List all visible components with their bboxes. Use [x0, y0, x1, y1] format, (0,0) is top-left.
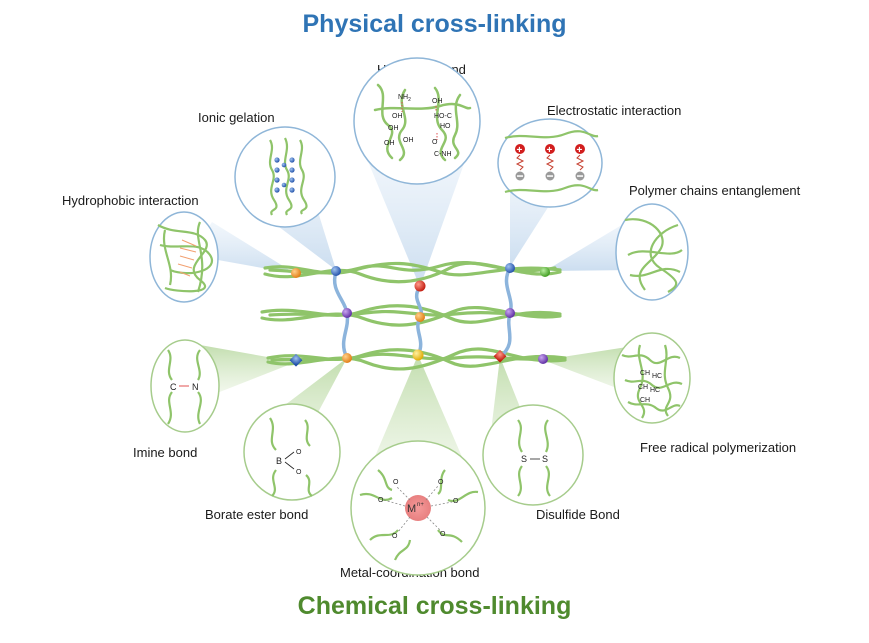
bead-hydrogen: [414, 280, 426, 292]
svg-text:CH: CH: [638, 384, 648, 391]
bead-disulfide: [493, 349, 507, 363]
svg-text:+: +: [577, 145, 583, 156]
svg-text:C-NH: C-NH: [434, 151, 452, 158]
inset-disulfide-bond: S S: [482, 404, 584, 506]
svg-text:B: B: [276, 456, 282, 466]
svg-text:C: C: [170, 382, 177, 392]
inset-hydrophobic-interaction: [149, 211, 219, 303]
svg-text:O: O: [378, 497, 384, 504]
bead-entanglement: [540, 267, 550, 277]
inset-polymer-entanglement: [615, 203, 689, 301]
svg-text:CH: CH: [640, 370, 650, 377]
bead-mid-right: [505, 308, 515, 318]
svg-text:O: O: [438, 479, 444, 486]
chemical-crosslinking-title: Chemical cross-linking: [297, 592, 572, 620]
svg-text:+: +: [517, 145, 523, 156]
svg-text:N: N: [192, 382, 199, 392]
charge-pairs: + + +: [515, 144, 585, 181]
svg-text:OH: OH: [432, 98, 443, 105]
inset-imine-bond: C N: [150, 339, 220, 433]
svg-text:O: O: [296, 449, 302, 456]
label-hydrophobic-interaction: Hydrophobic interaction: [62, 193, 199, 208]
svg-text:HO: HO: [440, 123, 451, 130]
svg-text:NH2: NH2: [398, 94, 411, 103]
bead-radical: [538, 354, 548, 364]
svg-text:+: +: [547, 145, 553, 156]
label-imine-bond: Imine bond: [133, 445, 198, 460]
svg-text:S: S: [521, 454, 527, 464]
bead-imine: [289, 353, 303, 367]
svg-text:M: M: [407, 503, 416, 515]
svg-text:O: O: [432, 139, 438, 146]
svg-text:OH: OH: [384, 140, 395, 147]
svg-text:OH: OH: [392, 113, 403, 120]
svg-text:HO-C: HO-C: [434, 113, 452, 120]
svg-text:HC: HC: [652, 373, 662, 380]
svg-text:O: O: [440, 531, 446, 538]
bead-hydrophobic: [291, 268, 301, 278]
bead-electrostatic: [505, 263, 515, 273]
label-free-radical-polymerization: Free radical polymerization: [640, 440, 797, 455]
inset-borate-ester-bond: B O O: [243, 403, 341, 501]
inset-free-radical-polymerization: CH CH HC HC CH: [613, 332, 691, 424]
label-disulfide-bond: Disulfide Bond: [536, 507, 620, 522]
label-electrostatic-interaction: Electrostatic interaction: [547, 103, 682, 118]
svg-text:O: O: [296, 469, 302, 476]
svg-text:O: O: [453, 498, 459, 505]
crosslink-beads: [289, 263, 550, 367]
svg-text:O: O: [392, 533, 398, 540]
bead-borate: [342, 353, 352, 363]
label-ionic-gelation: Ionic gelation: [198, 110, 275, 125]
svg-text:OH: OH: [403, 137, 414, 144]
bead-mid-left: [342, 308, 352, 318]
inset-ionic-gelation: [234, 126, 336, 228]
label-polymer-chains-entanglement: Polymer chains entanglement: [629, 183, 801, 198]
svg-text:O: O: [393, 479, 399, 486]
inset-metal-coordination-bond: M n+ O O O O O O: [350, 440, 486, 576]
bead-ionic: [331, 266, 341, 276]
inset-hydrogen-bond: NH2 OH OH OH OH OH HO-C HO O C-NH: [353, 57, 481, 185]
svg-text:CH: CH: [640, 397, 650, 404]
svg-text:HC: HC: [650, 387, 660, 394]
label-borate-ester-bond: Borate ester bond: [205, 507, 309, 522]
physical-crosslinking-title: Physical cross-linking: [302, 10, 567, 38]
svg-text:OH: OH: [388, 125, 399, 132]
bead-metal: [412, 349, 424, 361]
bead-mid-center: [415, 312, 425, 322]
inset-electrostatic-interaction: + + +: [497, 118, 603, 208]
svg-text:S: S: [542, 454, 548, 464]
polymer-network: [260, 261, 567, 371]
svg-text:n+: n+: [417, 502, 424, 508]
